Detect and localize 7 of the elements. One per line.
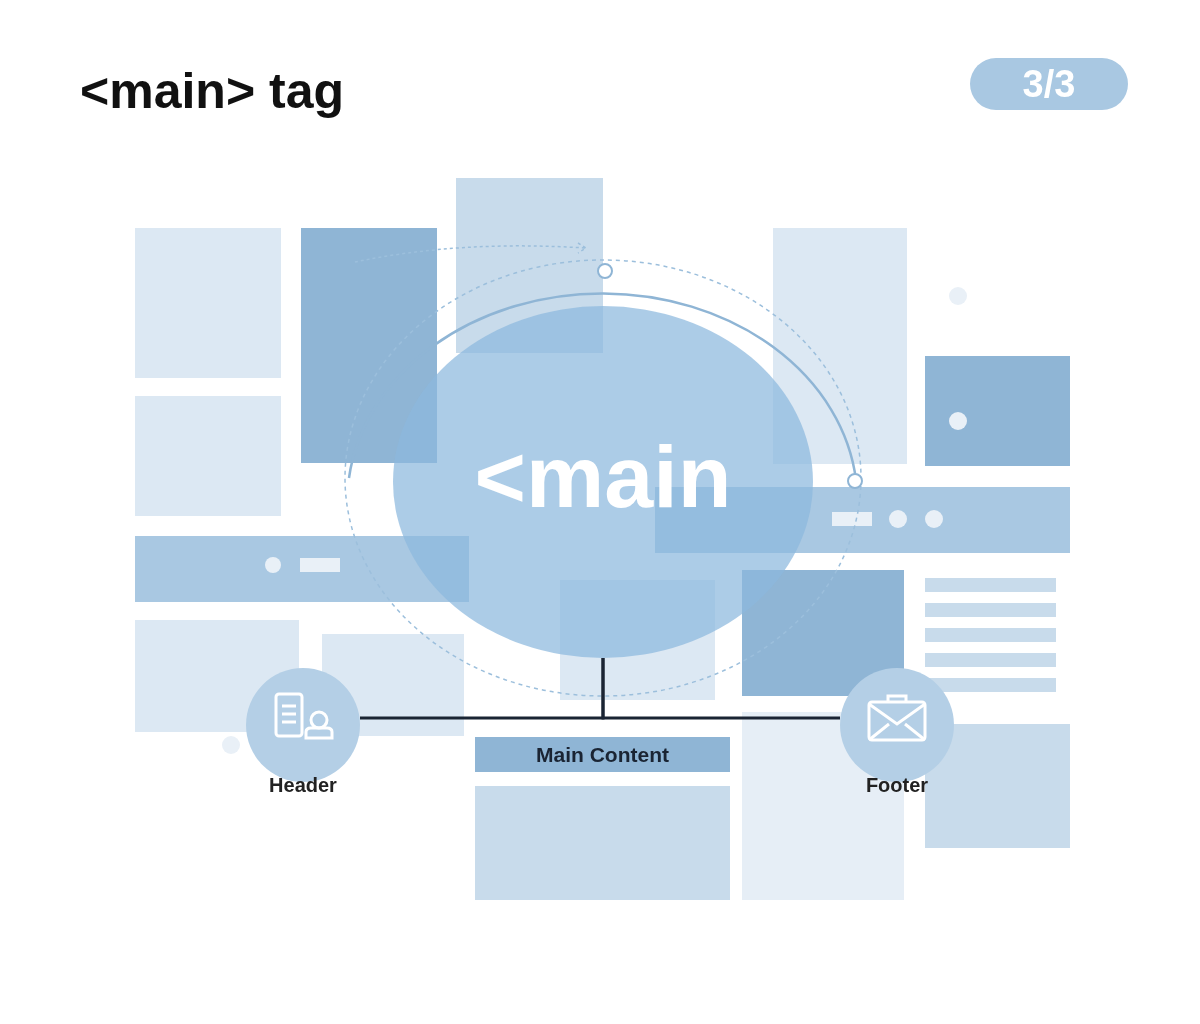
connector-line bbox=[601, 658, 840, 720]
node-label: Header bbox=[268, 774, 338, 797]
page-counter-badge: 3/3 bbox=[970, 58, 1128, 110]
content-bar: Main Content bbox=[475, 737, 730, 772]
node-label: Footer bbox=[864, 774, 930, 797]
page-title: <main> tag bbox=[80, 62, 344, 120]
ellipse-heading: <main bbox=[474, 426, 732, 528]
